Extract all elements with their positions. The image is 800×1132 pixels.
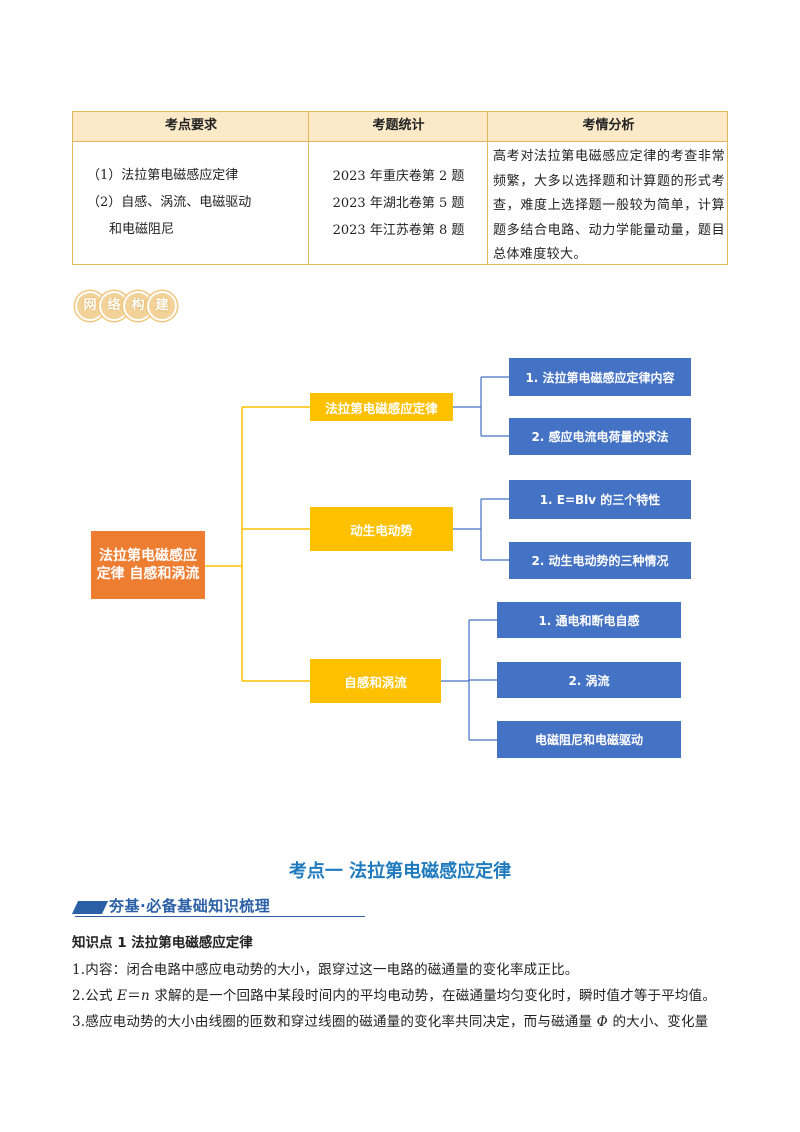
statistic-item: 2023 年重庆卷第 2 题: [332, 169, 465, 184]
text-span: 求解的是一个回路中某段时间内的平均电动势，在磁通量均匀变化时，瞬时值才等于平均值…: [149, 988, 717, 1004]
text-span: 的大小、变化量: [607, 1014, 709, 1030]
requirement-item: （2）自感、涡流、电磁驱动: [87, 195, 252, 210]
formula-equals: ＝: [127, 988, 141, 1004]
requirement-item: （1）法拉第电磁感应定律: [87, 168, 239, 183]
header-requirements: 考点要求: [164, 118, 217, 133]
exam-overview-table: 考点要求 考题统计 考情分析 （1）法拉第电磁感应定律 （2）自感、涡流、电磁驱…: [72, 111, 728, 265]
leaf-charge-method: 2. 感应电流电荷量的求法: [509, 418, 691, 455]
statistic-item: 2023 年江苏卷第 8 题: [332, 223, 465, 238]
paragraph-content: 1.内容：闭合电路中感应电动势的大小，跟穿过这一电路的磁通量的变化率成正比。: [72, 962, 579, 978]
leaf-eddy-current: 2. 涡流: [497, 662, 681, 698]
branch-motional-emf: 动生电动势: [310, 507, 453, 551]
header-analysis: 考情分析: [582, 118, 635, 133]
bar-underline: [75, 916, 365, 917]
column-divider: [308, 112, 309, 264]
statistics-cell: 2023 年重庆卷第 2 题 2023 年湖北卷第 5 题 2023 年江苏卷第…: [309, 163, 488, 244]
analysis-cell: 高考对法拉第电磁感应定律的考查非常频繁，大多以选择题和计算题的形式考查，难度上选…: [493, 149, 725, 262]
bar-label: 夯基·必备基础知识梳理: [109, 897, 271, 915]
leaf-self-inductance: 1. 通电和断电自感: [497, 602, 681, 638]
formula-e: E: [117, 988, 128, 1004]
table-header-row: 考点要求 考题统计 考情分析: [73, 112, 727, 142]
leaf-law-content: 1. 法拉第电磁感应定律内容: [509, 358, 691, 396]
badge-char: 建: [147, 291, 177, 321]
mind-map-connectors: [205, 376, 509, 741]
leaf-three-cases: 2. 动生电动势的三种情况: [509, 542, 691, 579]
column-divider: [487, 112, 488, 264]
statistic-item: 2023 年湖北卷第 5 题: [332, 196, 465, 211]
mindmap-root: 法拉第电磁感应定律 自感和涡流: [91, 531, 205, 599]
paragraph-formula: 2.公式 E＝n 求解的是一个回路中某段时间内的平均电动势，在磁通量均匀变化时，…: [72, 984, 716, 1004]
text-span: 2.公式: [72, 988, 118, 1004]
formula-phi: Φ: [596, 1014, 608, 1030]
text-span: 3.感应电动势的大小由线圈的匝数和穿过线圈的磁通量的变化率共同决定，而与磁通量: [72, 1014, 597, 1030]
network-construction-badge: 网 络 构 建: [75, 291, 177, 321]
formula-n: n: [140, 988, 150, 1004]
requirement-item: 和电磁阻尼: [109, 222, 175, 237]
requirements-cell: （1）法拉第电磁感应定律 （2）自感、涡流、电磁驱动 和电磁阻尼: [87, 162, 251, 243]
bar-block: [71, 901, 109, 914]
leaf-eblv-properties: 1. E=Blv 的三个特性: [509, 480, 691, 519]
mind-map: 法拉第电磁感应定律 自感和涡流 法拉第电磁感应定律 动生电动势 自感和涡流 1.…: [91, 358, 691, 758]
section-title: 考点一 法拉第电磁感应定律: [288, 861, 512, 882]
section-bar: 夯基·必备基础知识梳理: [71, 893, 365, 917]
paragraph-determinants: 3.感应电动势的大小由线圈的匝数和穿过线圈的磁通量的变化率共同决定，而与磁通量 …: [72, 1010, 708, 1030]
branch-self-induction: 自感和涡流: [310, 659, 441, 703]
knowledge-point-heading: 知识点 1 法拉第电磁感应定律: [72, 935, 253, 951]
leaf-damping-driving: 电磁阻尼和电磁驱动: [497, 721, 681, 758]
header-statistics: 考题统计: [372, 118, 425, 133]
branch-faraday: 法拉第电磁感应定律: [310, 393, 453, 421]
